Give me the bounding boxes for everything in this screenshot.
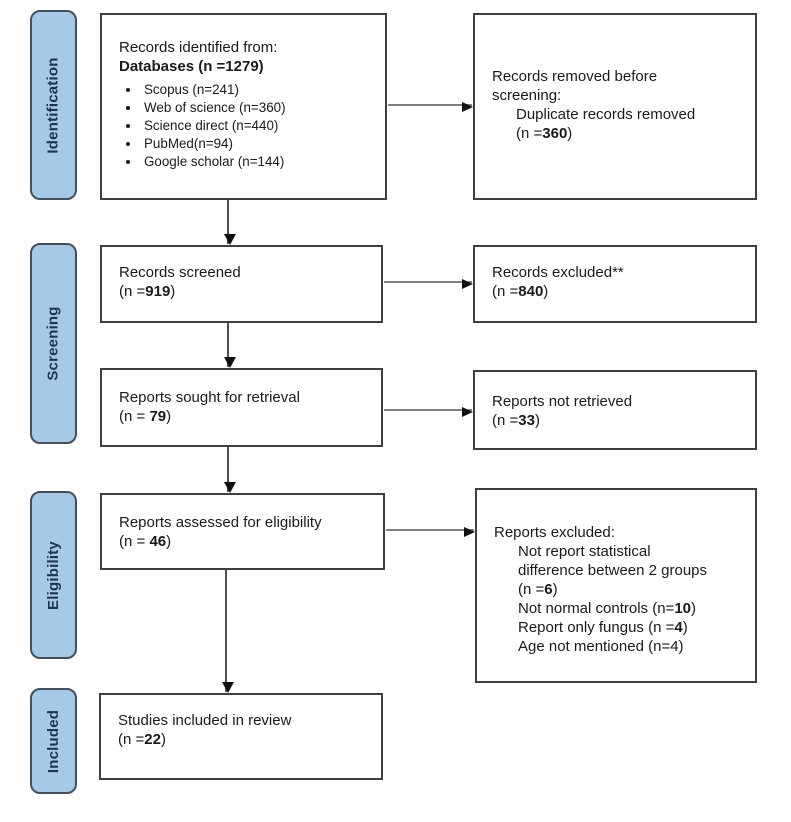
arrow-identified-to-removed <box>388 102 473 112</box>
records-removed-text: Records removed before screening: Duplicat… <box>475 15 755 143</box>
stage-eligibility: Eligibility <box>30 491 77 659</box>
database-bullet-item: Web of science (n=360) <box>141 99 385 117</box>
records-screened-text: Records screened (n =919) <box>102 247 381 301</box>
text-line: Not normal controls (n=10) <box>518 600 697 617</box>
arrow-screened-to-sought <box>224 323 236 368</box>
text-line: Reports excluded: <box>494 524 615 541</box>
box-records-removed: Records removed before screening: Duplicat… <box>473 13 757 200</box>
text-line: (n = 46) <box>119 533 172 550</box>
records-excluded-text: Records excluded** (n =840) <box>475 247 755 301</box>
text-line: Records screened <box>119 264 241 281</box>
arrow-assessed-to-excluded <box>386 527 475 537</box>
stage-included-label: Included <box>45 709 62 773</box>
text-line: Reports sought for retrieval <box>119 389 300 406</box>
box-studies-included: Studies included in review (n =22) <box>99 693 383 780</box>
arrow-sought-to-assessed <box>224 447 236 493</box>
text-line: difference between 2 groups <box>518 562 708 579</box>
stage-identification-label: Identification <box>45 56 63 154</box>
stage-screening: Screening <box>30 243 77 444</box>
reports-assessed-text: Reports assessed for eligibility (n = 46) <box>102 495 383 551</box>
arrow-screened-to-excluded <box>384 279 473 289</box>
arrow-sought-to-not-retrieved <box>384 407 473 417</box>
text-line: (n =360) <box>516 125 573 142</box>
text-line: Records identified from: <box>119 39 278 56</box>
box-reports-sought: Reports sought for retrieval (n = 79) <box>100 368 383 447</box>
text-line: Reports assessed for eligibility <box>119 514 322 531</box>
database-bullet-item: Scopus (n=241) <box>141 81 385 99</box>
text-line: Records excluded** <box>492 264 624 281</box>
box-reports-excluded: Reports excluded: Not report statistical d… <box>475 488 757 683</box>
text-line: (n =33) <box>492 412 540 429</box>
text-line: Records removed before <box>492 68 658 85</box>
text-line: Age not mentioned (n=4) <box>518 638 684 655</box>
text-line: screening: <box>492 87 562 104</box>
arrow-identified-to-screened <box>224 200 236 245</box>
box-records-excluded: Records excluded** (n =840) <box>473 245 757 323</box>
database-bullet-item: Science direct (n=440) <box>141 117 385 135</box>
text-line: (n = 79) <box>119 408 172 425</box>
text-line: Duplicate records removed <box>516 106 696 123</box>
text-line: (n =840) <box>492 283 549 300</box>
records-identified-text: Records identified from: Databases (n =12… <box>102 15 385 76</box>
box-records-identified: Records identified from: Databases (n =12… <box>100 13 387 200</box>
studies-included-text: Studies included in review (n =22) <box>101 695 381 749</box>
text-line: Studies included in review <box>118 712 292 729</box>
stage-identification: Identification <box>30 10 77 200</box>
stage-screening-label: Screening <box>45 306 63 381</box>
stage-included: Included <box>30 688 77 794</box>
database-bullet-list: Scopus (n=241)Web of science (n=360)Scie… <box>102 81 385 171</box>
reports-not-retrieved-text: Reports not retrieved (n =33) <box>475 372 755 430</box>
box-records-screened: Records screened (n =919) <box>100 245 383 323</box>
reports-excluded-text: Reports excluded: Not report statistical d… <box>477 490 755 656</box>
text-line: (n =6) <box>518 581 558 598</box>
text-line: Databases (n =1279) <box>119 58 264 75</box>
text-line: Not report statistical <box>518 543 651 560</box>
arrow-assessed-to-included <box>222 570 234 693</box>
box-reports-not-retrieved: Reports not retrieved (n =33) <box>473 370 757 450</box>
database-bullet-item: Google scholar (n=144) <box>141 153 385 171</box>
database-bullet-item: PubMed(n=94) <box>141 135 385 153</box>
text-line: (n =22) <box>118 731 166 748</box>
text-line: Report only fungus (n =4) <box>518 619 688 636</box>
reports-sought-text: Reports sought for retrieval (n = 79) <box>102 370 381 426</box>
text-line: Reports not retrieved <box>492 393 633 410</box>
text-line: (n =919) <box>119 283 176 300</box>
box-reports-assessed: Reports assessed for eligibility (n = 46) <box>100 493 385 570</box>
stage-eligibility-label: Eligibility <box>45 540 62 610</box>
